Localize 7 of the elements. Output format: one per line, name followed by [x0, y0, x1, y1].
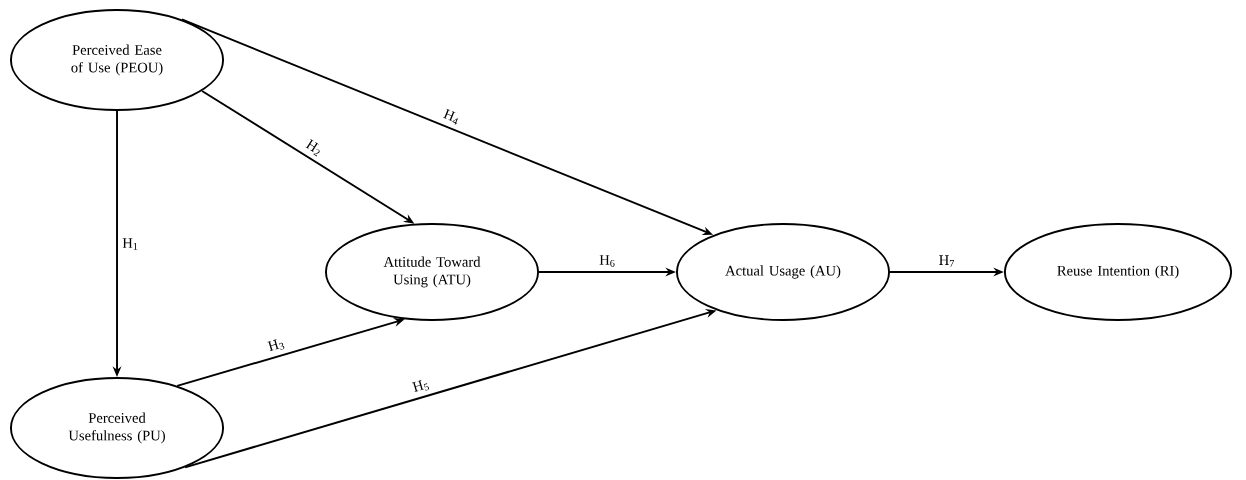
edge-label: H$_{3}$: [267, 339, 285, 352]
edge-label: H$_{1}$: [122, 238, 138, 250]
edge-label: H$_{7}$: [939, 255, 955, 267]
edge-label: H$_{5}$: [411, 380, 429, 392]
edge-label: H$_{2}$: [305, 139, 320, 157]
edge-label: H$_{4}$: [442, 108, 458, 125]
edge-label: H$_{6}$: [599, 255, 615, 267]
